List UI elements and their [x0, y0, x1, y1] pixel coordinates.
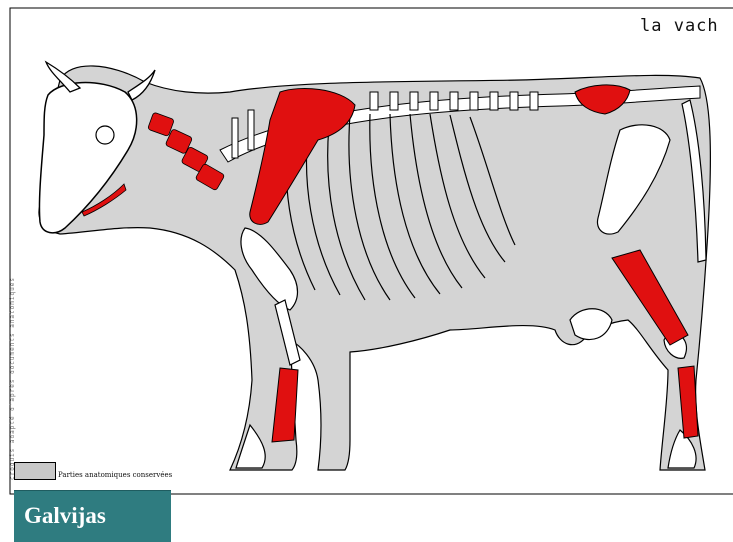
credit-line: croquis adapté d'après documents anatomi…: [9, 277, 16, 480]
caption-label: Galvijas: [24, 503, 106, 529]
legend-label: Parties anatomiques conservées: [58, 471, 172, 479]
diagram-title: la vach: [640, 16, 719, 36]
legend-swatch: [14, 462, 56, 480]
